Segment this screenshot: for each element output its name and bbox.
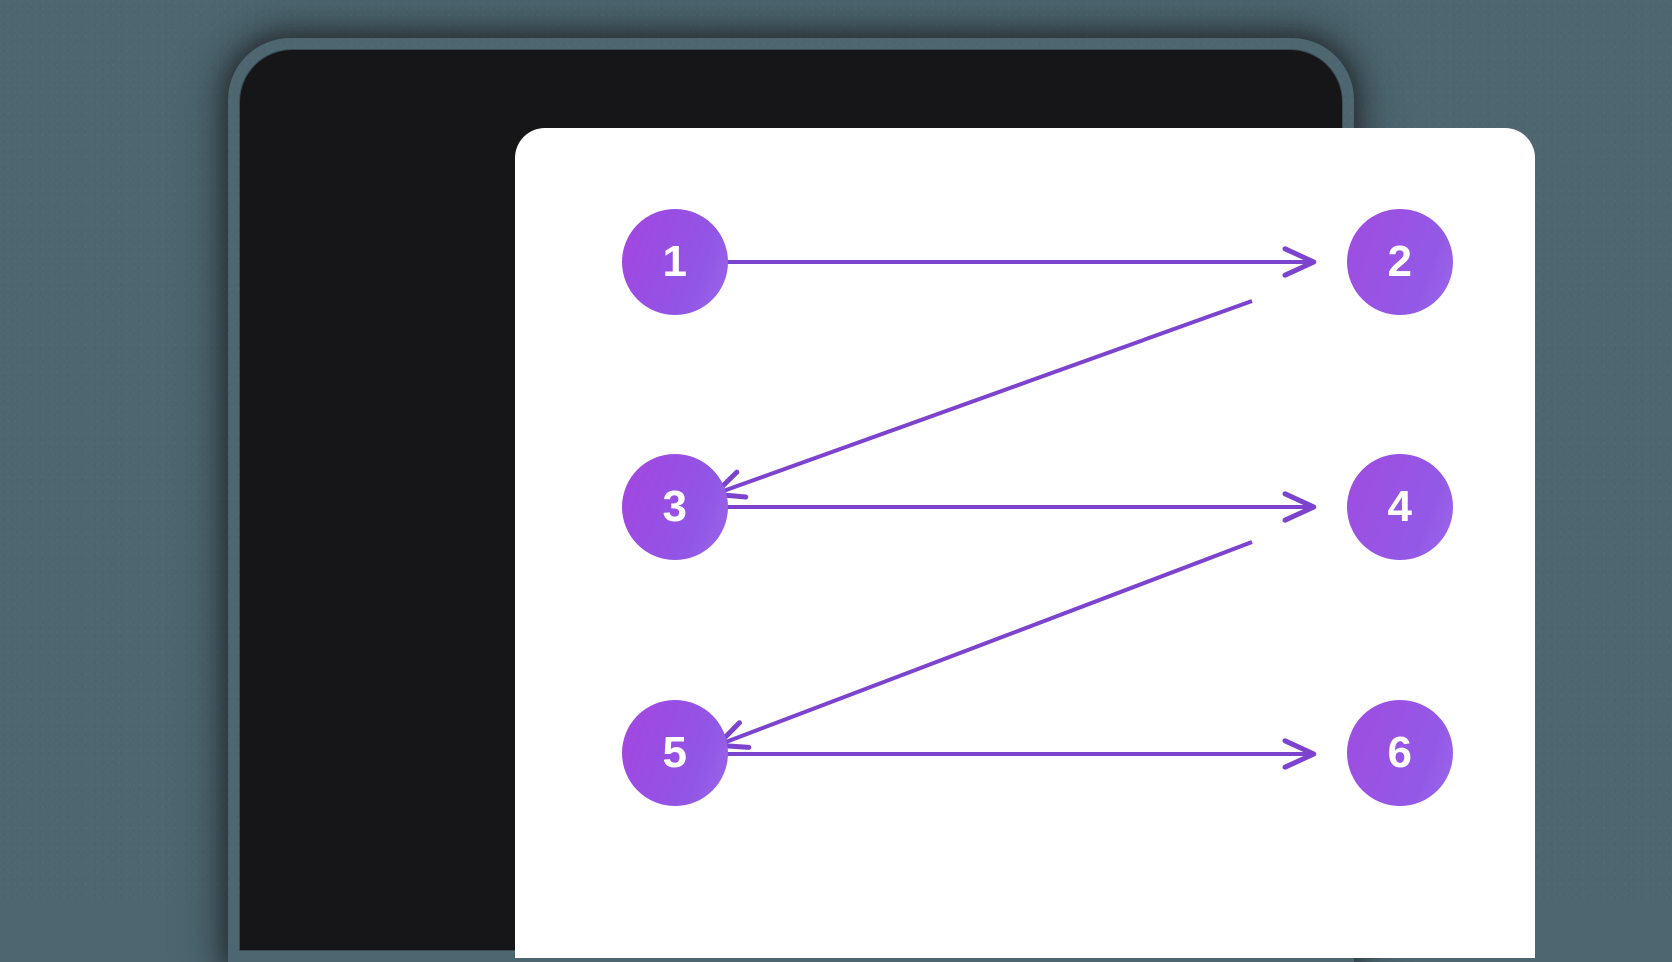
graph-node-1[interactable]: 1: [622, 209, 728, 315]
node-label-4: 4: [1387, 482, 1413, 531]
node-label-2: 2: [1387, 237, 1413, 286]
diagram-edge-layer: [711, 128, 1535, 958]
node-label-5: 5: [662, 728, 688, 777]
node-label-3: 3: [662, 482, 688, 531]
diagram-canvas: 1 2 3 4 5 6: [515, 128, 1535, 958]
edge-4-to-5: [718, 540, 1253, 745]
graph-node-4[interactable]: 4: [1347, 454, 1453, 560]
graph-node-2[interactable]: 2: [1347, 209, 1453, 315]
edge-2-to-3: [715, 299, 1253, 494]
graph-node-6[interactable]: 6: [1347, 700, 1453, 806]
device-screen: 1 2 3 4 5 6: [515, 128, 1535, 958]
node-label-1: 1: [662, 237, 688, 286]
graph-node-3[interactable]: 3: [622, 454, 728, 560]
graph-node-5[interactable]: 5: [622, 700, 728, 806]
device-frame: 1 2 3 4 5 6: [240, 50, 1535, 958]
node-label-6: 6: [1387, 728, 1413, 777]
